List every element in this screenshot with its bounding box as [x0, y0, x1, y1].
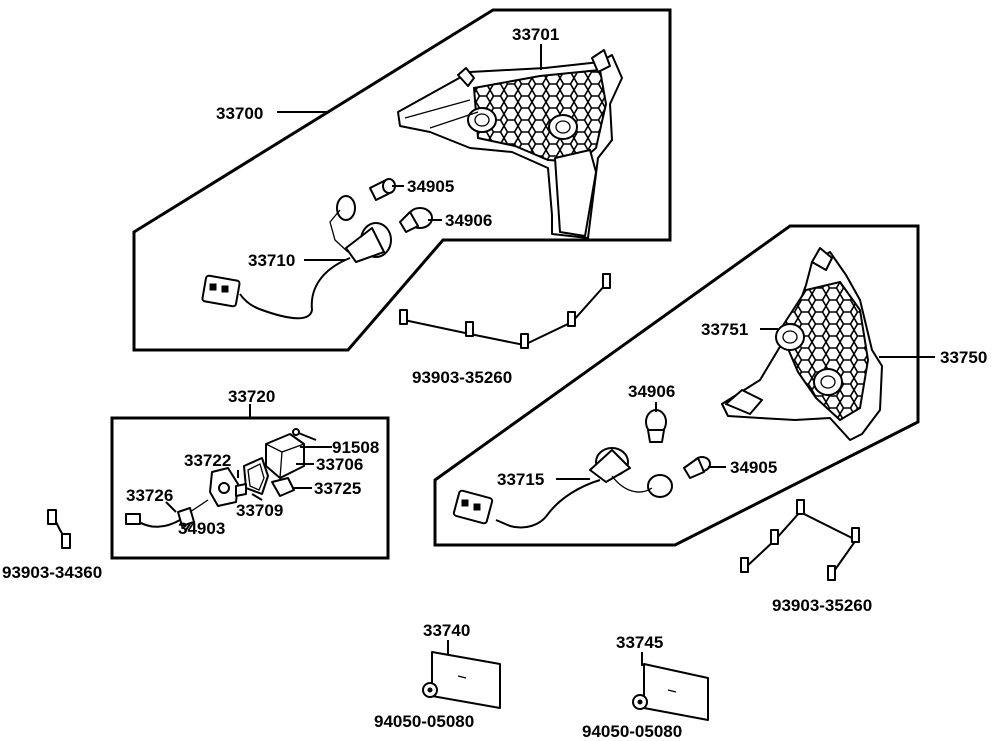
label-93903-34360: 93903-34360: [2, 563, 102, 582]
label-33720: 33720: [228, 387, 275, 406]
label-33751: 33751: [701, 320, 748, 339]
bulb-34905-front: [369, 178, 396, 201]
label-33700: 33700: [216, 104, 263, 123]
bulb-34905-rear: [683, 456, 711, 479]
label-33745: 33745: [616, 633, 663, 652]
label-33725: 33725: [314, 479, 361, 498]
reflector-33725: [271, 477, 295, 497]
label-34906-front: 34906: [445, 211, 492, 230]
gasket-33709: [243, 457, 269, 495]
label-93903-35260-rear: 93903-35260: [772, 596, 872, 615]
wire-33726: [125, 513, 181, 528]
label-94050-05080-left: 94050-05080: [374, 712, 474, 731]
label-33722: 33722: [184, 451, 231, 470]
screws-93903-35260-front: 93903-35260: [399, 273, 611, 387]
label-33715: 33715: [497, 470, 544, 489]
reflector-33740: 33740 94050-05080: [374, 621, 501, 731]
label-33710: 33710: [248, 251, 295, 270]
label-33750: 33750: [940, 348, 987, 367]
housing-33722: [209, 467, 247, 507]
label-34903: 34903: [178, 519, 225, 538]
label-34905-rear: 34905: [730, 458, 777, 477]
outline-box-33750: [433, 224, 920, 547]
label-33706: 33706: [316, 455, 363, 474]
group-33700: 33700 33701 34905 34906 33710: [132, 8, 672, 352]
label-33701: 33701: [512, 25, 559, 44]
label-33726: 33726: [126, 486, 173, 505]
housing-33701: [397, 49, 623, 239]
label-93903-35260-front: 93903-35260: [412, 368, 512, 387]
group-33720: 33720 91508 33722 33706 33725 33726 3370…: [110, 387, 390, 560]
screws-93903-34360: 93903-34360: [2, 509, 102, 582]
label-34905-front: 34905: [407, 177, 454, 196]
label-94050-05080-right: 94050-05080: [582, 722, 682, 741]
lens-cover-33706: [265, 433, 305, 479]
reflector-33745: 33745 94050-05080: [582, 633, 709, 741]
label-33740: 33740: [423, 621, 470, 640]
socket-34903: [177, 499, 209, 527]
group-33750: 33750 33751 34906 34905 33715: [433, 224, 987, 547]
harness-33710: [201, 195, 392, 320]
housing-33751: [721, 247, 883, 441]
harness-33715: [452, 447, 673, 529]
bulb-34906-rear: [645, 409, 667, 443]
label-34906-rear: 34906: [628, 382, 675, 401]
label-33709: 33709: [236, 501, 283, 520]
bulb-34906-front: [399, 207, 433, 233]
screws-93903-35260-rear: 93903-35260: [740, 499, 872, 615]
screw-91508: [292, 428, 317, 441]
label-91508: 91508: [332, 438, 379, 457]
outline-box-33700: [132, 8, 672, 352]
